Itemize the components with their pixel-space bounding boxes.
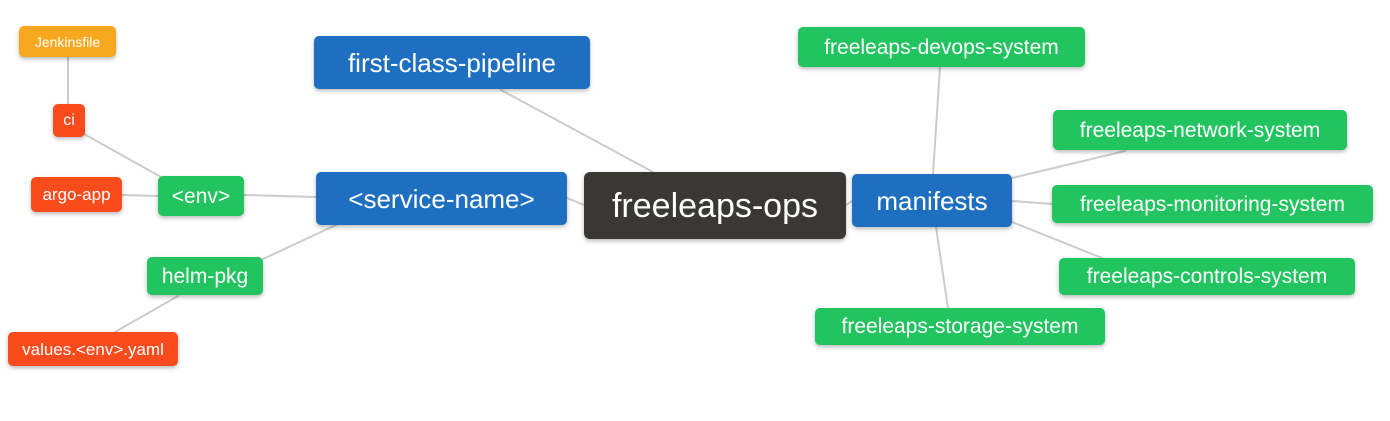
node-label: helm-pkg [161, 264, 249, 288]
node-label: <service-name> [348, 183, 535, 214]
edge-argo-app-env [121, 194, 159, 197]
node-label: freeleaps-ops [611, 186, 818, 225]
node-label: first-class-pipeline [347, 47, 557, 78]
edge-service-name-freeleaps-ops [566, 197, 585, 206]
node-label: argo-app [42, 185, 111, 204]
node-manifests[interactable]: manifests [852, 174, 1012, 227]
node-label: ci [63, 111, 75, 129]
edge-pipeline-freeleaps-ops [500, 89, 654, 173]
edge-helm-pkg-service-name [262, 224, 337, 260]
node-freeleaps-controls-system[interactable]: freeleaps-controls-system [1059, 258, 1355, 295]
edge-env-service-name [243, 194, 317, 198]
edge-manifests-storage-system [935, 226, 949, 309]
node-first-class-pipeline[interactable]: first-class-pipeline [314, 36, 590, 89]
edge-manifests-devops-system [932, 66, 941, 175]
node-helm-pkg[interactable]: helm-pkg [147, 257, 263, 295]
node-label: <env> [171, 184, 231, 208]
node-values-env-yaml[interactable]: values.<env>.yaml [8, 332, 178, 366]
node-label: freeleaps-controls-system [1086, 265, 1328, 288]
node-freeleaps-storage-system[interactable]: freeleaps-storage-system [815, 308, 1105, 345]
edge-values-helm-pkg [114, 295, 179, 333]
node-label: freeleaps-storage-system [841, 315, 1079, 338]
edge-manifests-controls-system [1011, 221, 1103, 259]
node-service-name[interactable]: <service-name> [316, 172, 567, 225]
node-label: values.<env>.yaml [22, 339, 164, 359]
node-env[interactable]: <env> [158, 176, 244, 216]
node-freeleaps-devops-system[interactable]: freeleaps-devops-system [798, 27, 1085, 67]
node-freeleaps-ops[interactable]: freeleaps-ops [584, 172, 846, 239]
node-argo-app[interactable]: argo-app [31, 177, 122, 212]
node-freeleaps-network-system[interactable]: freeleaps-network-system [1053, 110, 1347, 150]
node-ci[interactable]: ci [53, 104, 85, 137]
edge-ci-env [83, 133, 162, 178]
node-label: freeleaps-devops-system [824, 35, 1059, 59]
edge-manifests-network-system [1011, 150, 1126, 179]
node-label: Jenkinsfile [34, 33, 101, 50]
node-label: freeleaps-network-system [1079, 118, 1321, 142]
edge-manifests-monitoring-system [1011, 200, 1053, 205]
node-freeleaps-monitoring-system[interactable]: freeleaps-monitoring-system [1052, 185, 1373, 223]
node-jenkinsfile[interactable]: Jenkinsfile [19, 26, 116, 57]
node-label: freeleaps-monitoring-system [1080, 192, 1345, 216]
node-label: manifests [876, 185, 988, 216]
